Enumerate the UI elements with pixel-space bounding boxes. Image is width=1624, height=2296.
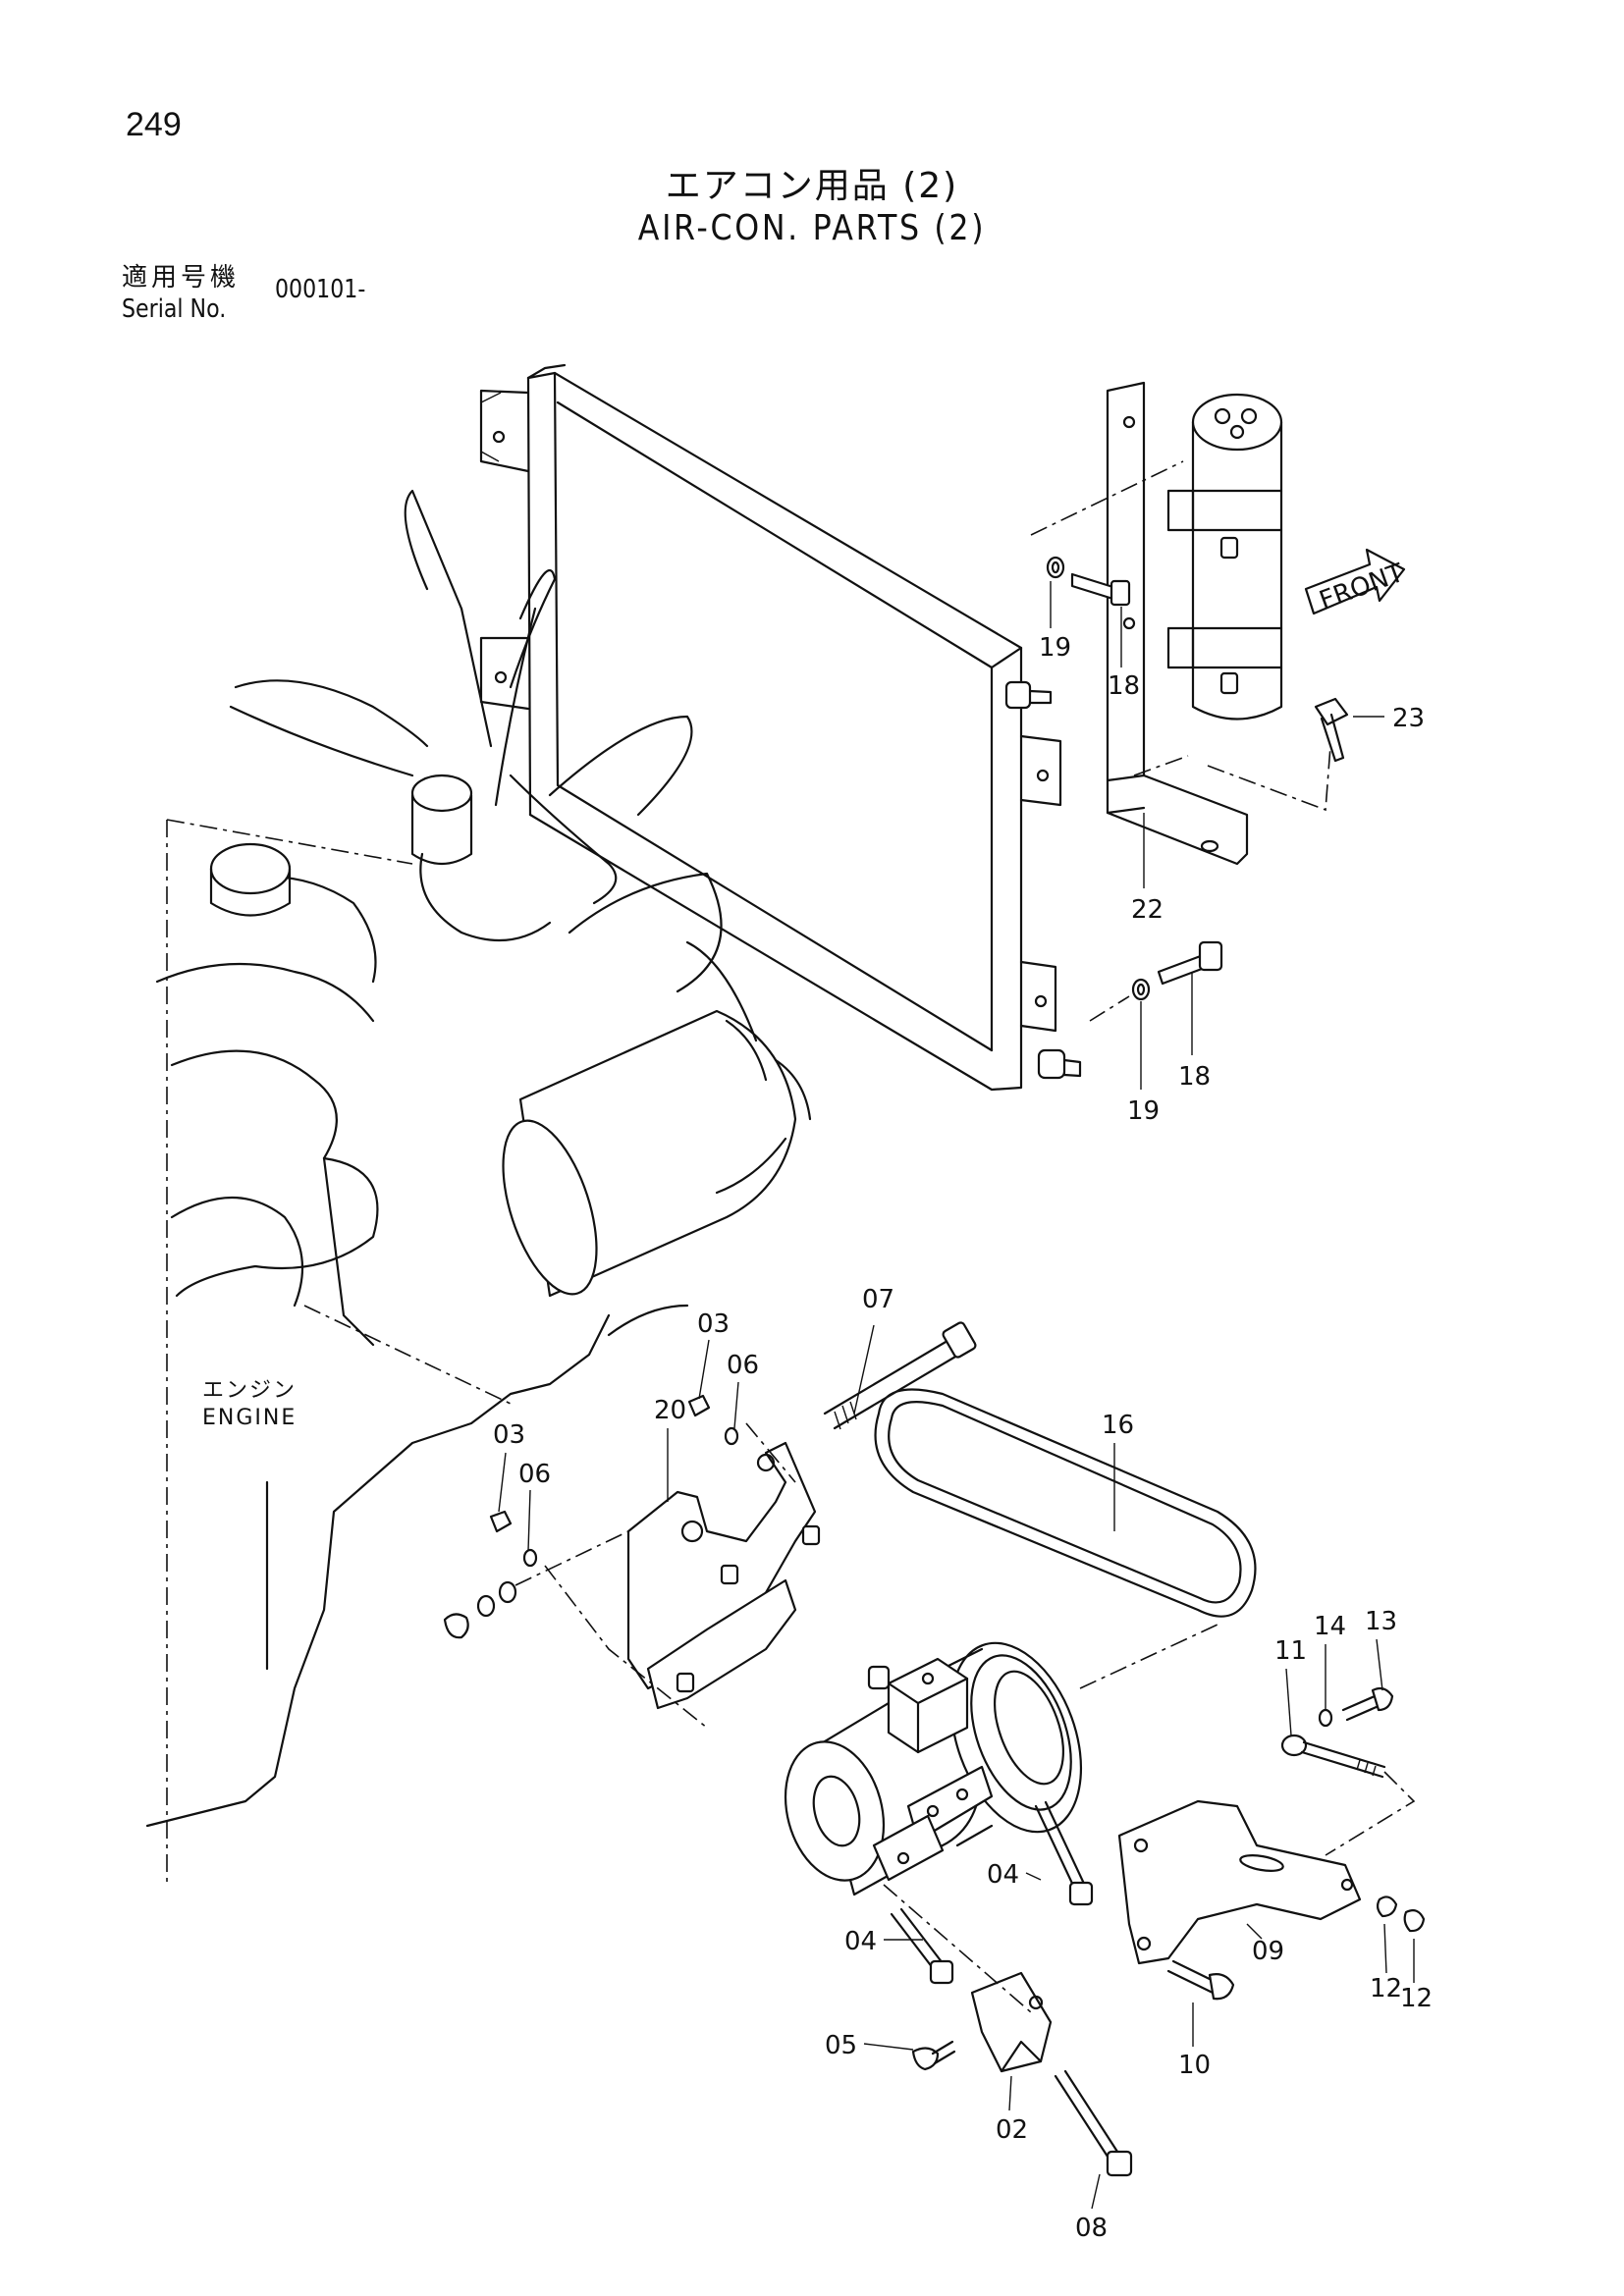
callout-06-lower: 06 [518,1460,551,1489]
callout-07: 07 [862,1285,894,1314]
serial-label-english: Serial No. [122,294,227,324]
callout-04-left: 04 [844,1927,877,1956]
callout-03-lower: 03 [493,1420,525,1450]
callout-04-right: 04 [987,1860,1019,1890]
callout-10: 10 [1178,2051,1211,2080]
engine-drawing [145,489,812,1885]
condenser-drawing [479,363,1082,1092]
serial-number-value: 000101- [275,275,366,304]
callout-22: 22 [1131,895,1164,925]
callout-18-upper: 18 [1108,671,1140,701]
serial-label-japanese: 適用号機 [122,263,241,293]
callout-19-upper: 19 [1039,633,1071,663]
page-title-english: AIR-CON. PARTS (2) [637,208,987,248]
callout-02: 02 [996,2115,1028,2145]
callout-11: 11 [1274,1636,1307,1666]
page-number: 249 [126,106,182,143]
callout-03-upper: 03 [697,1309,730,1339]
page-title-japanese: エアコン用品 (2) [665,166,959,206]
callout-23: 23 [1392,704,1425,733]
callout-leader-lines [498,581,1415,2210]
callout-20: 20 [654,1396,686,1425]
receiver-drier-drawing [1030,381,1349,866]
callout-18-lower: 18 [1178,1062,1211,1092]
callout-labels: 19 18 23 22 18 19 07 03 06 03 06 20 16 1… [493,633,1433,2243]
compressor-assembly-drawing [443,1321,1426,2177]
callout-14: 14 [1314,1612,1346,1641]
callout-19-lower: 19 [1127,1096,1160,1126]
callout-16: 16 [1102,1411,1134,1440]
callout-08: 08 [1075,2214,1108,2243]
engine-label-japanese: エンジン [202,1378,298,1403]
callout-05: 05 [825,2031,857,2060]
callout-06-upper: 06 [727,1351,759,1380]
callout-12-left: 12 [1370,1974,1402,2003]
engine-label-english: ENGINE [202,1406,298,1430]
front-direction-arrow: FRONT [1304,548,1408,615]
callout-13: 13 [1365,1607,1397,1636]
callout-12-right: 12 [1400,1984,1433,2013]
callout-09: 09 [1252,1937,1284,1966]
lower-condenser-fasteners [1089,940,1223,1022]
